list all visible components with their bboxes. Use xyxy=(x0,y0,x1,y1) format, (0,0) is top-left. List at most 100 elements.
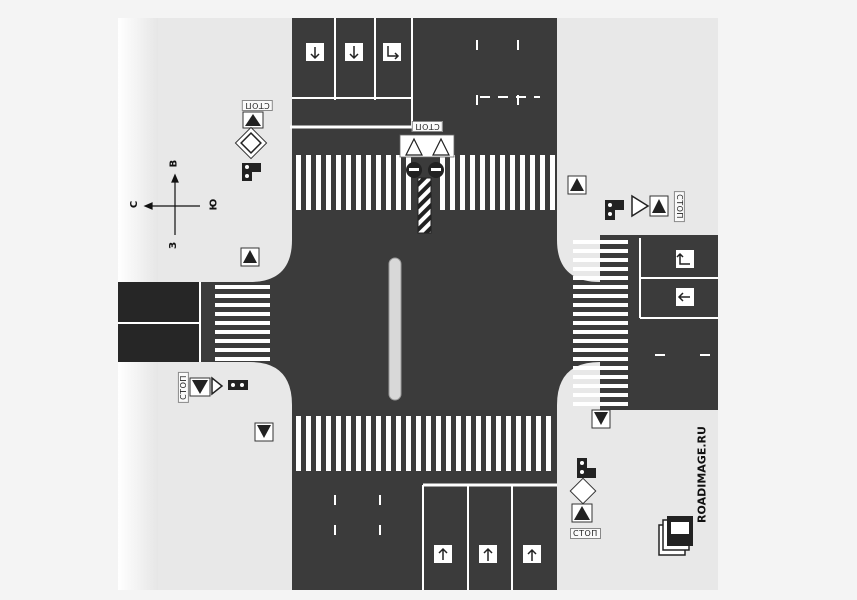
zebra-stripe xyxy=(356,416,361,471)
north-lane-arrows xyxy=(306,43,401,61)
zebra-stripe xyxy=(326,416,331,471)
zebra-stripe xyxy=(550,155,555,210)
zebra-stripe xyxy=(500,155,505,210)
zebra-stripe xyxy=(215,330,270,334)
zebra-stripe xyxy=(366,416,371,471)
zebra-stripe xyxy=(573,357,628,361)
zebra-stripe xyxy=(526,416,531,471)
zebra-stripe xyxy=(450,155,455,210)
sw-sign-post xyxy=(189,376,248,397)
median-island xyxy=(388,257,402,401)
zebra-stripe xyxy=(573,267,628,271)
zebra-stripe xyxy=(573,330,628,334)
zebra-stripe xyxy=(215,294,270,298)
zebra-stripe xyxy=(510,155,515,210)
roadimage-logo-icon xyxy=(658,516,693,556)
zebra-stripe xyxy=(326,155,331,210)
compass-east: В xyxy=(168,159,180,168)
zebra-stripe xyxy=(336,155,341,210)
pedestrian-sign-sw xyxy=(254,422,274,442)
zebra-stripe xyxy=(540,155,545,210)
crosswalk-east xyxy=(573,240,628,406)
zebra-stripe xyxy=(215,285,270,289)
zebra-stripe xyxy=(396,155,401,210)
zebra-stripe xyxy=(506,416,511,471)
zebra-stripe xyxy=(366,155,371,210)
zebra-stripe xyxy=(426,416,431,471)
zebra-stripe xyxy=(336,416,341,471)
no-entry-sign-group xyxy=(399,134,455,178)
zebra-stripe xyxy=(296,416,301,471)
zebra-stripe xyxy=(406,416,411,471)
zebra-stripe xyxy=(215,357,270,361)
east-lane-arrows xyxy=(676,250,694,306)
zebra-stripe xyxy=(416,416,421,471)
zebra-stripe xyxy=(486,416,491,471)
zebra-stripe xyxy=(573,258,628,262)
zebra-stripe xyxy=(296,155,301,210)
zebra-stripe xyxy=(573,366,628,370)
east-lane-markings xyxy=(639,238,718,356)
crosswalk-west xyxy=(215,285,270,361)
pedestrian-sign-nw xyxy=(240,247,260,267)
zebra-stripe xyxy=(476,416,481,471)
zebra-stripe xyxy=(470,155,475,210)
se-sign-post xyxy=(569,458,597,523)
logo-label: ROADIMAGE.RU xyxy=(695,426,709,523)
zebra-stripe xyxy=(573,294,628,298)
zebra-stripe xyxy=(466,416,471,471)
zebra-stripe xyxy=(306,155,311,210)
zebra-stripe xyxy=(306,416,311,471)
zebra-stripe xyxy=(456,416,461,471)
crosswalk-south xyxy=(296,416,551,471)
zebra-stripe xyxy=(460,155,465,210)
zebra-stripe xyxy=(406,155,411,210)
compass-north: С xyxy=(129,200,141,209)
zebra-stripe xyxy=(440,155,445,210)
pedestrian-sign-se xyxy=(591,409,611,429)
zebra-stripe xyxy=(573,375,628,379)
stop-sign-label-ne: СТОП xyxy=(673,191,685,222)
zebra-stripe xyxy=(573,312,628,316)
stop-sign-label-n: СТОП xyxy=(412,121,443,132)
zebra-stripe xyxy=(386,416,391,471)
compass-south: Ю xyxy=(208,198,220,211)
zebra-stripe xyxy=(496,416,501,471)
zebra-stripe xyxy=(546,416,551,471)
zebra-stripe xyxy=(520,155,525,210)
zebra-stripe xyxy=(346,416,351,471)
stop-sign-label-sw: СТОП xyxy=(177,372,189,403)
south-lane-arrows xyxy=(434,545,541,563)
zebra-stripe xyxy=(516,416,521,471)
zebra-stripe xyxy=(316,155,321,210)
zebra-stripe xyxy=(480,155,485,210)
stop-sign-label-se: СТОП xyxy=(570,528,601,539)
zebra-stripe xyxy=(490,155,495,210)
zebra-stripe xyxy=(573,402,628,406)
zebra-stripe xyxy=(386,155,391,210)
zebra-stripe xyxy=(573,384,628,388)
zebra-stripe xyxy=(376,155,381,210)
compass-icon xyxy=(143,173,200,235)
zebra-stripe xyxy=(346,155,351,210)
ne-sign-post xyxy=(605,194,669,220)
hatched-barrier xyxy=(417,177,432,234)
zebra-stripe xyxy=(573,321,628,325)
compass-west: З xyxy=(168,241,180,250)
zebra-stripe xyxy=(215,321,270,325)
zebra-stripe xyxy=(573,339,628,343)
zebra-stripe xyxy=(573,393,628,397)
zebra-stripe xyxy=(573,303,628,307)
zebra-stripe xyxy=(376,416,381,471)
crosswalk-north xyxy=(296,155,555,210)
zebra-stripe xyxy=(573,285,628,289)
zebra-stripe xyxy=(396,416,401,471)
zebra-stripe xyxy=(215,339,270,343)
north-lane-markings xyxy=(290,18,540,129)
south-lane-markings xyxy=(334,483,557,590)
zebra-stripe xyxy=(446,416,451,471)
zebra-stripe xyxy=(356,155,361,210)
zebra-stripe xyxy=(573,240,628,244)
zebra-stripe xyxy=(215,312,270,316)
